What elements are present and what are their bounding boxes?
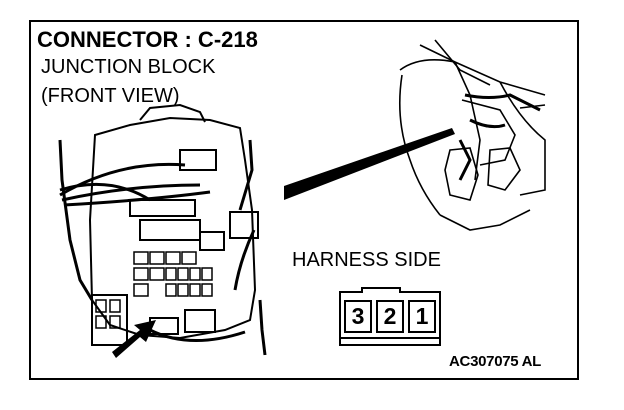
connector-title: CONNECTOR : C-218: [37, 27, 258, 52]
junction-block: [88, 103, 259, 346]
harness-wires: [58, 139, 267, 356]
connector-housing: [339, 287, 441, 346]
vehicle-harness: [458, 93, 541, 181]
front-view-label: (FRONT VIEW): [41, 85, 180, 107]
diagram-frame: [29, 20, 579, 380]
leader-line: [284, 128, 455, 200]
vehicle-location-sketch: [398, 39, 546, 231]
pin-2: 2: [376, 300, 404, 333]
pointer-arrow: [112, 320, 156, 358]
harness-side-label: HARNESS SIDE: [292, 249, 441, 271]
junction-block-label: JUNCTION BLOCK: [41, 56, 216, 78]
pin-1: 1: [408, 300, 436, 333]
pin-3: 3: [344, 300, 372, 333]
figure-code: AC307075 AL: [449, 353, 542, 370]
